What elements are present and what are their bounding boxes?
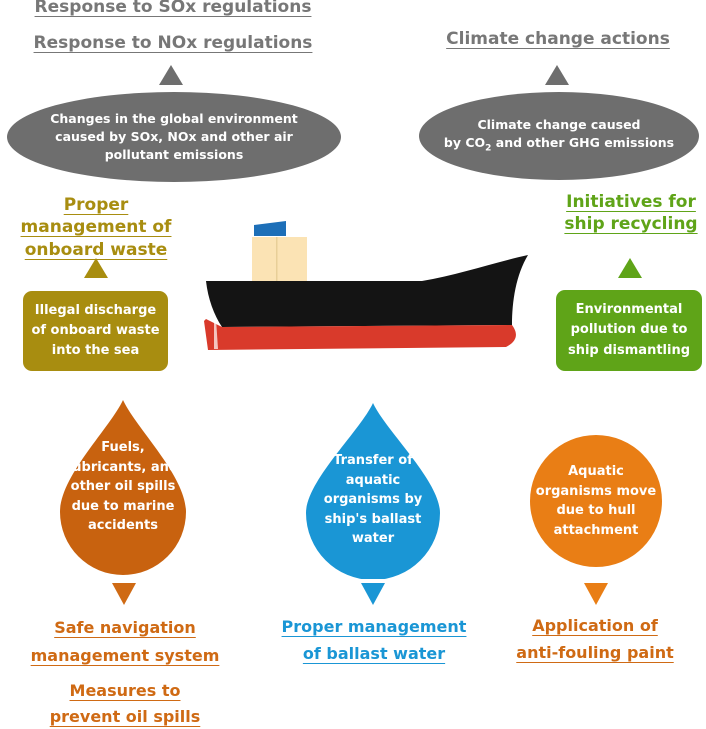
ellipse-climate-line1: Climate change caused <box>477 117 641 133</box>
link-response-sox[interactable]: Response to SOx regulations <box>34 0 312 17</box>
link-response-nox[interactable]: Response to NOx regulations <box>33 33 313 53</box>
drop-shape-icon <box>60 400 186 575</box>
link-ballast-water-1[interactable]: Proper management <box>281 617 467 636</box>
co2-subscript: 2 <box>485 143 492 154</box>
arrow-down-icon <box>361 583 385 605</box>
link-climate-change-actions[interactable]: Climate change actions <box>446 29 670 49</box>
box-illegal-discharge: Illegal discharge of onboard waste into … <box>23 291 168 371</box>
drop-oil-spills-text: Fuels, lubricants, and other oil spills … <box>67 440 179 533</box>
box-ship-dismantling-text: Environmental pollution due to ship dism… <box>567 302 691 358</box>
arrow-up-icon <box>84 258 108 278</box>
box-illegal-discharge-text: Illegal discharge of onboard waste into … <box>31 302 160 359</box>
ellipse-climate-rest: and other GHG emissions <box>491 135 675 151</box>
link-oil-spills-2[interactable]: prevent oil spills <box>49 707 201 726</box>
link-antifouling-1[interactable]: Application of <box>532 616 658 635</box>
link-oil-spills-1[interactable]: Measures to <box>69 681 181 700</box>
ship-superstructure-line <box>276 237 278 281</box>
ship-superstructure <box>252 237 307 281</box>
ship-hull-bottom <box>204 319 516 350</box>
ellipse-climate-change-text: Climate change caused by CO2 and other G… <box>444 116 674 156</box>
link-safe-navigation-2[interactable]: management system <box>30 646 220 665</box>
ellipse-climate-by: by CO <box>443 135 486 151</box>
link-safe-navigation-1[interactable]: Safe navigation <box>54 618 196 637</box>
ship-rudder-line <box>214 319 218 349</box>
circle-hull-attachment <box>530 435 662 567</box>
link-ballast-water-2[interactable]: of ballast water <box>302 644 446 663</box>
circle-hull-attachment-text: Aquatic organisms move due to hull attac… <box>535 464 657 538</box>
ellipse-air-pollution: Changes in the global environment caused… <box>7 92 341 182</box>
arrow-up-icon <box>545 65 569 85</box>
drop-shape-icon <box>306 403 440 579</box>
ellipse-air-pollution-text: Changes in the global environment caused… <box>50 110 298 163</box>
link-onboard-waste[interactable]: Proper management of onboard waste <box>20 195 172 260</box>
link-ship-recycling[interactable]: Initiatives for ship recycling <box>564 192 698 235</box>
link-antifouling-2[interactable]: anti-fouling paint <box>516 643 674 662</box>
ellipse-climate-change: Climate change caused by CO2 and other G… <box>419 92 699 180</box>
arrow-down-icon <box>584 583 608 605</box>
arrow-down-icon <box>112 583 136 605</box>
box-ship-dismantling: Environmental pollution due to ship dism… <box>556 290 702 371</box>
ship-hull <box>206 255 528 327</box>
ship-funnel <box>254 221 286 239</box>
arrow-up-icon <box>618 258 642 278</box>
arrow-up-icon <box>159 65 183 85</box>
ship-illustration <box>204 221 528 350</box>
drop-ballast-water-text: Transfer of aquatic organisms by ship's … <box>323 453 423 546</box>
